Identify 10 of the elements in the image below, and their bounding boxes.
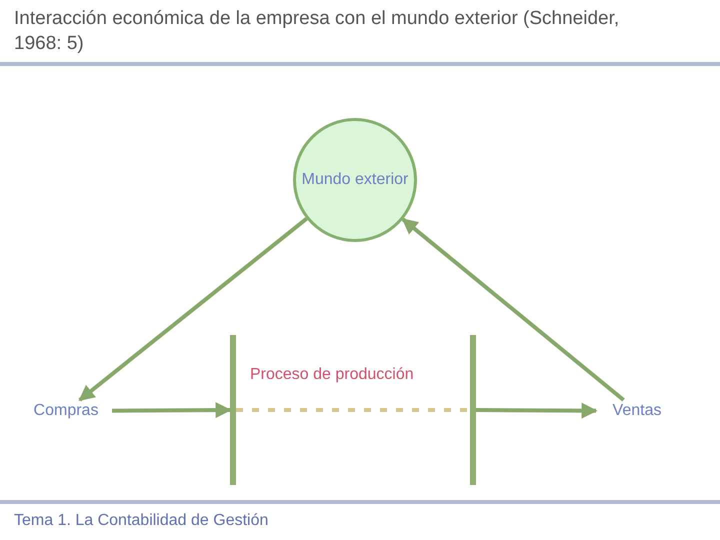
arrow	[402, 218, 625, 402]
footer-text: Tema 1. La Contabilidad de Gestión	[14, 512, 268, 530]
node-label: Ventas	[596, 400, 678, 422]
arrow	[112, 402, 232, 418]
circle-node: Mundo exterior	[293, 118, 417, 242]
slide-title: Interacción económica de la empresa con el mundo exterior (Schneider, 1968: 5)	[14, 7, 620, 56]
node-label: Compras	[20, 400, 112, 422]
process-label: Proceso de producción	[250, 366, 414, 384]
arrow	[78, 217, 308, 402]
arrow	[476, 402, 598, 419]
